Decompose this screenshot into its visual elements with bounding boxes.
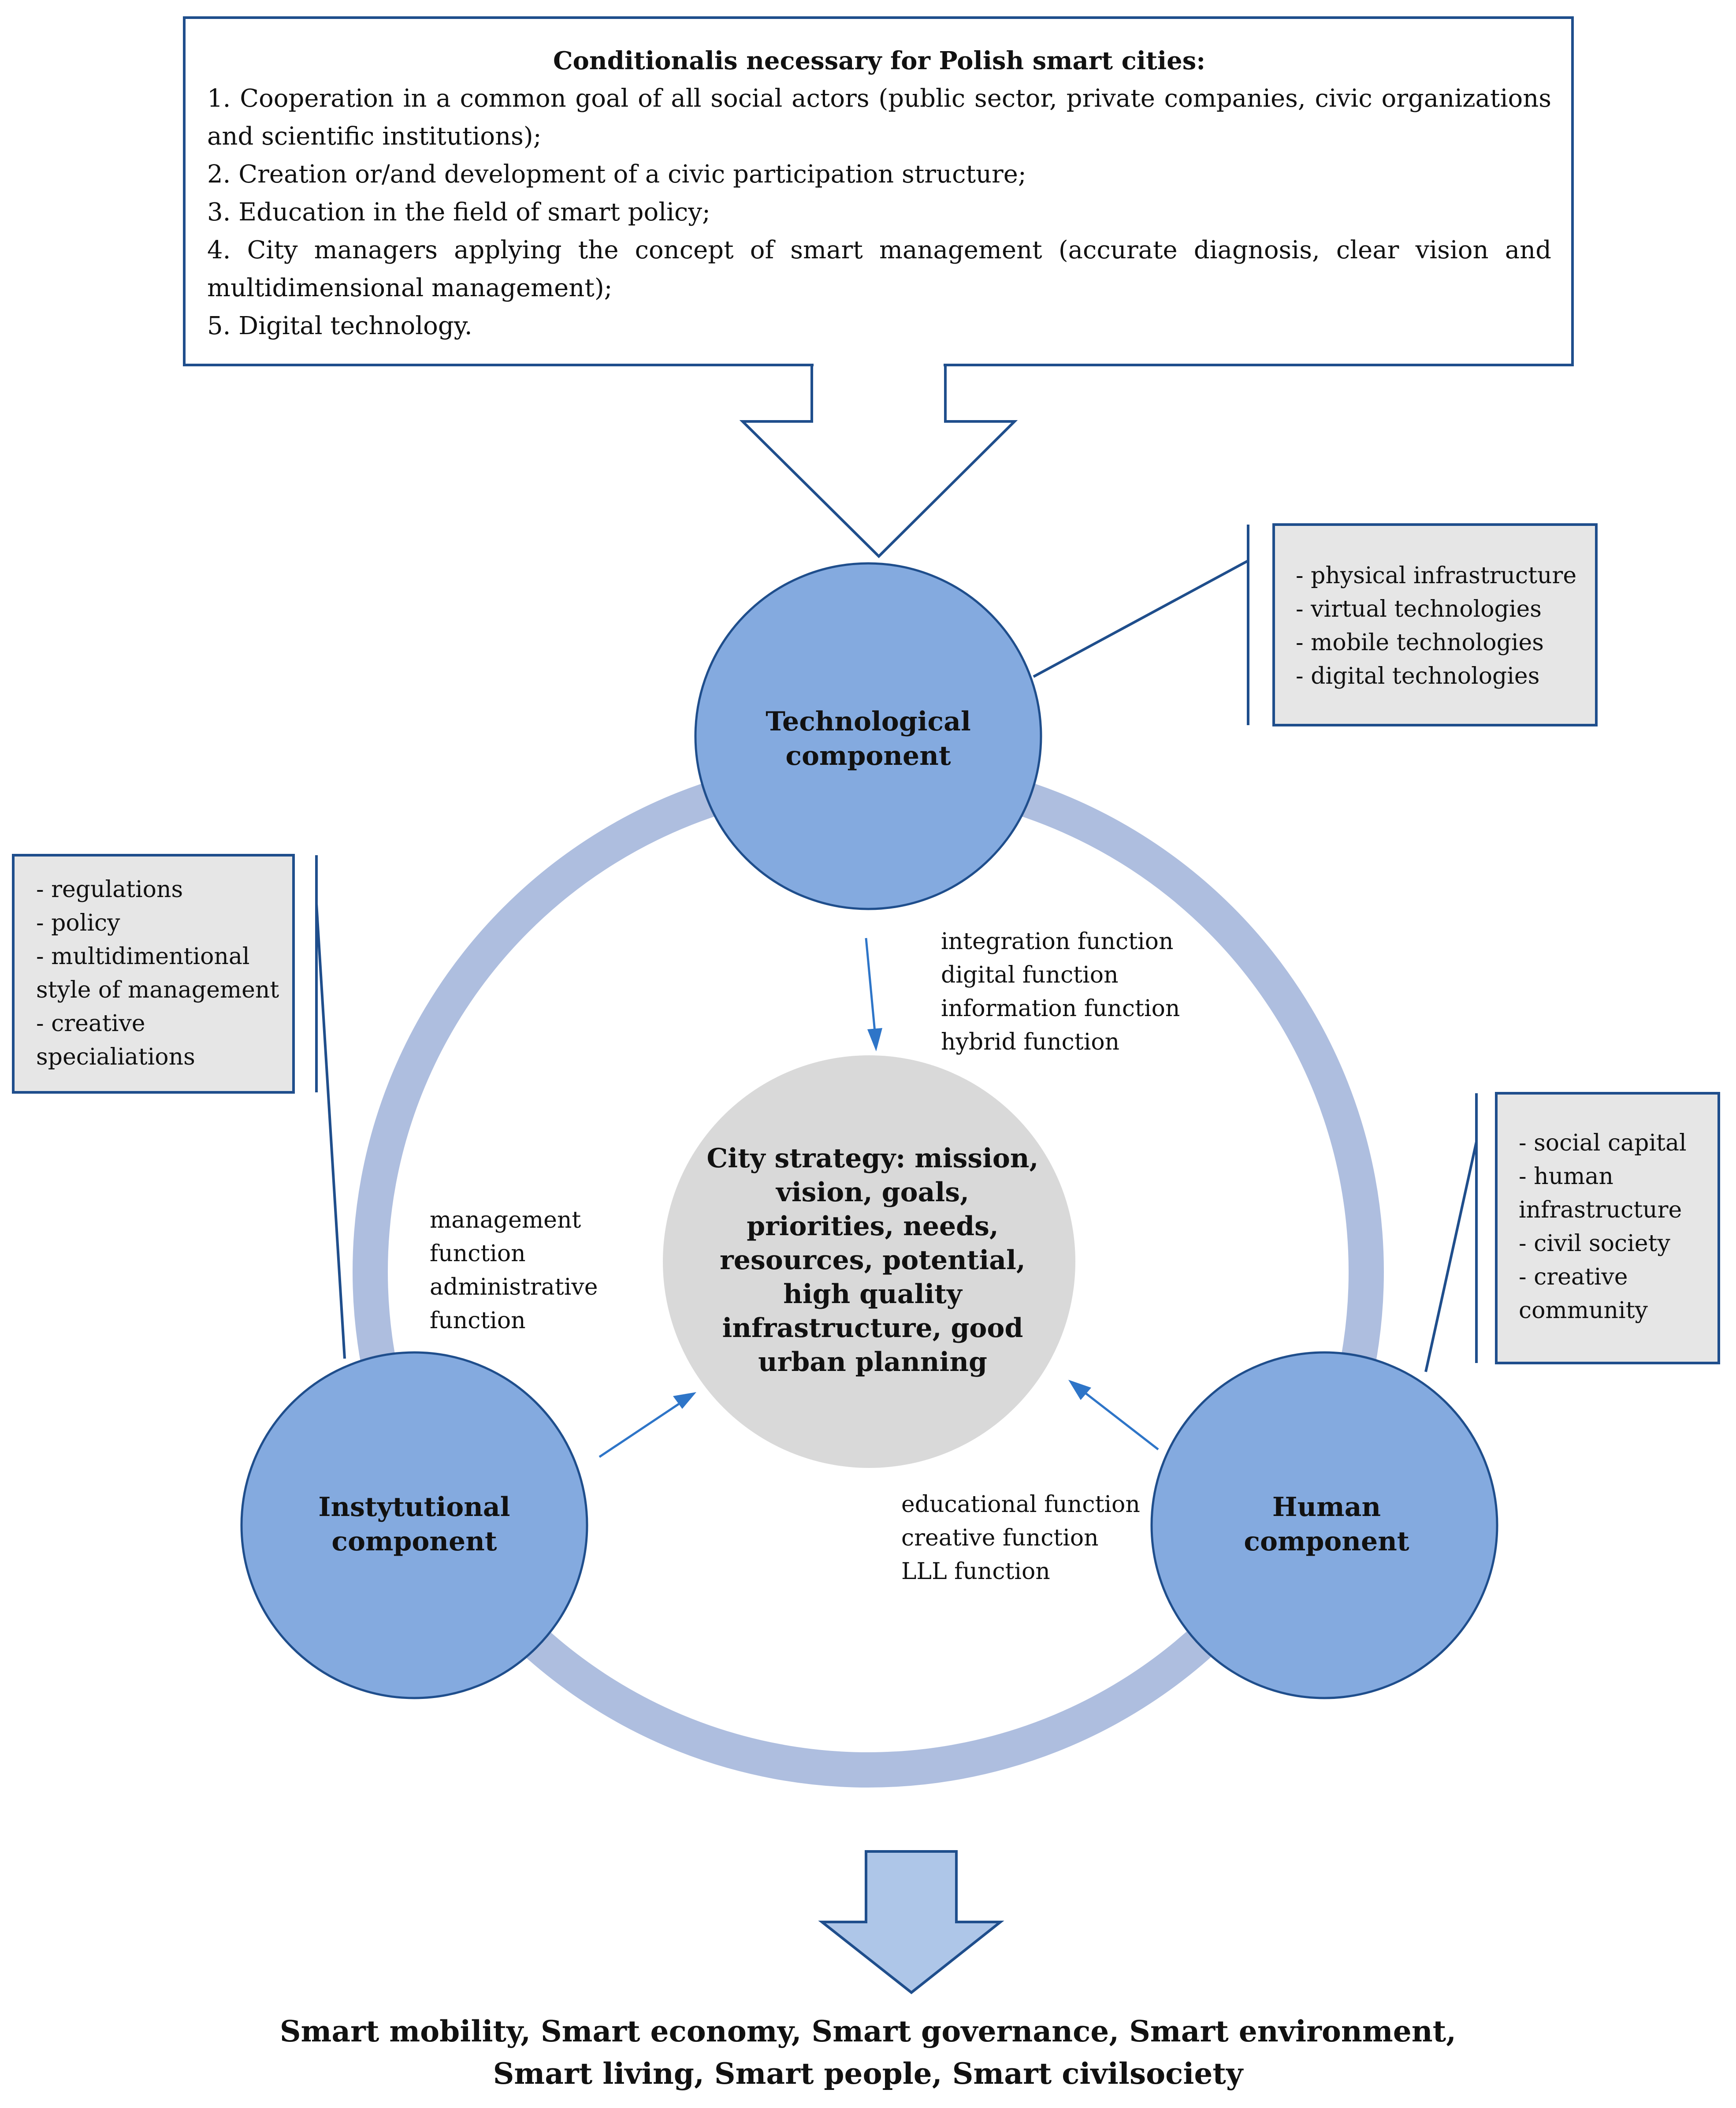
result-line: Smart mobility, Smart economy, Smart gov…	[279, 2014, 1457, 2048]
tech-function: hybrid function	[941, 1029, 1120, 1055]
inst-feature: style of management	[36, 977, 279, 1003]
tech-feature: - virtual technologies	[1296, 596, 1542, 622]
label-line: component	[1244, 1526, 1409, 1557]
conditions-box-frame	[183, 16, 1574, 366]
human-feature: - civil society	[1519, 1230, 1670, 1257]
center-line: priorities, needs,	[747, 1211, 999, 1242]
tech-function: information function	[941, 995, 1180, 1022]
conditions-title: Conditionalis necessary for Polish smart…	[553, 46, 1206, 75]
inst-functions-list: management function administrative funct…	[430, 1203, 598, 1337]
tech-features-list: - physical infrastructure - virtual tech…	[1296, 559, 1576, 693]
human-feature: community	[1519, 1297, 1648, 1324]
inst-feature: specialiations	[36, 1044, 195, 1070]
human-features-box	[1495, 1092, 1720, 1364]
center-line: high quality	[783, 1279, 962, 1310]
inst-feature: - policy	[36, 910, 120, 936]
label-line: Technological	[766, 706, 971, 737]
center-line: resources, potential,	[720, 1245, 1026, 1276]
human-function: creative function	[901, 1525, 1099, 1551]
inst-to-center-arrow	[598, 1392, 696, 1458]
human-feature: - human	[1519, 1163, 1613, 1190]
condition-item: 2. Creation or/and development of a civi…	[207, 160, 1026, 189]
label-line: component	[331, 1526, 497, 1557]
label-line: Human	[1272, 1492, 1381, 1523]
city-strategy-circle	[663, 1055, 1075, 1468]
result-line: Smart living, Smart people, Smart civils…	[493, 2056, 1243, 2091]
inst-function: administrative	[430, 1274, 598, 1300]
city-strategy-text: City strategy: mission, vision, goals, p…	[688, 1142, 1058, 1379]
condition-item: 4. City managers applying the concept of…	[207, 236, 1551, 302]
inst-callout-line	[315, 903, 346, 1359]
human-callout-line	[1424, 1141, 1478, 1372]
human-function: educational function	[901, 1491, 1140, 1518]
conditions-down-arrow	[739, 364, 1018, 559]
condition-item: 5. Digital technology.	[207, 312, 472, 340]
inst-features-box	[12, 854, 295, 1094]
tech-function: integration function	[941, 928, 1174, 955]
center-line: urban planning	[758, 1347, 987, 1378]
human-features-list: - social capital - human infrastructure …	[1519, 1126, 1687, 1327]
tech-features-box	[1272, 523, 1598, 726]
label-line: Instytutional	[318, 1492, 510, 1523]
tech-feature: - physical infrastructure	[1296, 562, 1577, 589]
human-feature: - social capital	[1519, 1130, 1687, 1156]
tech-callout-line	[1033, 559, 1249, 678]
label-line: component	[785, 741, 951, 771]
tech-functions-list: integration function digital function in…	[941, 925, 1180, 1059]
tech-feature: - mobile technologies	[1296, 629, 1544, 656]
inst-features-list: - regulations - policy - multidimentiona…	[36, 873, 279, 1074]
arrow-joint	[814, 362, 944, 368]
human-component-label: Human component	[1150, 1490, 1503, 1559]
tech-to-center-arrow	[865, 938, 882, 1051]
inst-function: function	[430, 1307, 526, 1334]
technological-component-circle	[694, 562, 1042, 910]
human-component-circle	[1150, 1351, 1498, 1699]
tech-feature: - digital technologies	[1296, 663, 1540, 689]
conditions-text: Conditionalis necessary for Polish smart…	[207, 42, 1551, 345]
smart-outcomes-text: Smart mobility, Smart economy, Smart gov…	[132, 2010, 1604, 2095]
center-line: vision, goals,	[776, 1177, 969, 1208]
technological-component-label: Technological component	[692, 704, 1045, 773]
center-line: City strategy: mission,	[706, 1143, 1039, 1174]
inst-function: management	[430, 1207, 581, 1233]
institutional-component-circle	[240, 1351, 588, 1699]
human-feature: infrastructure	[1519, 1197, 1682, 1223]
result-down-arrow	[818, 1850, 1004, 1994]
human-to-center-arrow	[1068, 1380, 1159, 1450]
human-functions-list: educational function creative function L…	[901, 1488, 1140, 1588]
tech-function: digital function	[941, 962, 1119, 988]
human-function: LLL function	[901, 1558, 1050, 1585]
institutional-component-label: Instytutional component	[234, 1490, 595, 1559]
inst-function: function	[430, 1240, 526, 1267]
inst-feature: - creative	[36, 1010, 145, 1037]
condition-item: 3. Education in the field of smart polic…	[207, 198, 710, 227]
inst-feature: - regulations	[36, 876, 183, 903]
inst-feature: - multidimentional	[36, 943, 250, 970]
center-line: infrastructure, good	[722, 1313, 1023, 1344]
human-feature: - creative	[1519, 1264, 1628, 1290]
condition-item: 1. Cooperation in a common goal of all s…	[207, 84, 1551, 151]
